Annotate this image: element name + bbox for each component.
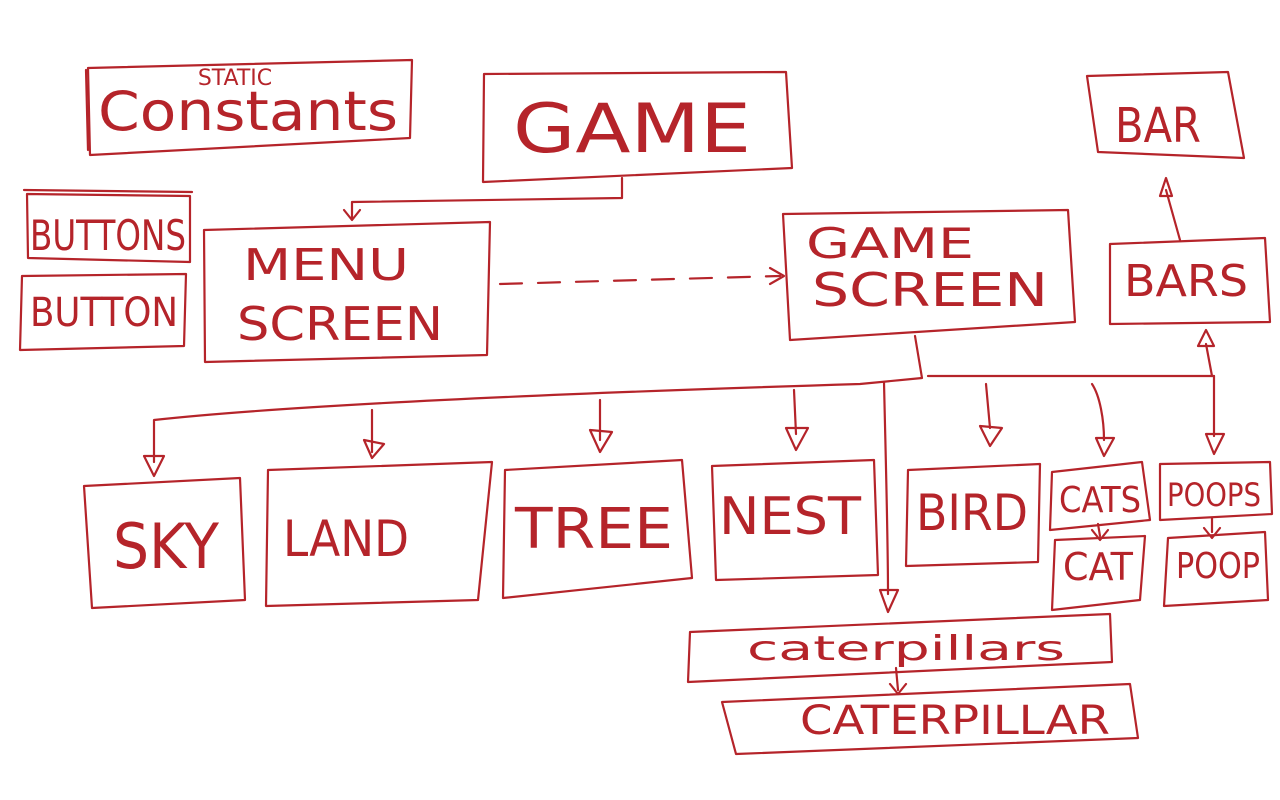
bars-box — [1108, 236, 1272, 326]
menu-screen-box — [202, 220, 492, 364]
bird-label: BIRD — [916, 484, 1028, 542]
constants-note: STATIC — [198, 66, 272, 91]
menu-screen-label-line1: MENU — [243, 240, 409, 291]
edge-caterpillars-to-caterpillar — [888, 666, 908, 696]
cats-box — [1048, 460, 1152, 532]
bars-label: BARS — [1124, 256, 1248, 307]
cat-box — [1050, 534, 1147, 612]
tree-label: TREE — [514, 497, 673, 562]
menu-screen-label-line2: SCREEN — [237, 297, 443, 351]
constants-label: Constants — [98, 80, 398, 143]
edge-game-screen-to-tree — [588, 398, 614, 454]
edge-game-screen-to-bars — [1196, 328, 1216, 378]
poops-box — [1158, 460, 1274, 522]
edge-bars-to-bar — [1158, 176, 1182, 242]
edge-game-to-menu-screen — [342, 176, 624, 222]
edge-game-screen-to-cats — [1090, 382, 1116, 458]
sky-box — [82, 476, 247, 610]
caterpillars-box — [686, 612, 1114, 684]
bar-label: BAR — [1115, 98, 1201, 154]
button-box — [18, 272, 188, 352]
cat-label: CAT — [1063, 545, 1134, 589]
sky-label: SKY — [113, 510, 219, 583]
game-screen-label-line1: GAME — [806, 219, 974, 268]
edge-poops-to-poop — [1202, 516, 1222, 540]
land-box — [264, 460, 494, 608]
edge-game-screen-bus — [152, 334, 1216, 464]
edge-menu-screen-to-game-screen — [498, 266, 786, 286]
poop-label: POOP — [1176, 546, 1260, 587]
nest-label: NEST — [719, 487, 861, 547]
caterpillar-box — [720, 682, 1140, 756]
edge-game-screen-to-sky — [142, 454, 166, 478]
tree-box — [501, 458, 694, 600]
game-screen-box — [781, 208, 1077, 342]
edge-game-screen-to-nest — [784, 388, 810, 452]
edge-game-screen-to-land — [362, 408, 386, 460]
edge-game-screen-to-poops — [1204, 374, 1226, 456]
land-label: LAND — [283, 510, 409, 568]
game-label: GAME — [513, 90, 751, 169]
game-box — [481, 70, 794, 184]
poops-label: POOPS — [1167, 476, 1261, 514]
cats-label: CATS — [1059, 480, 1141, 521]
constants-box — [84, 58, 414, 157]
game-screen-label-line2: SCREEN — [812, 263, 1048, 317]
caterpillar-label: CATERPILLAR — [800, 698, 1110, 744]
bird-box — [904, 462, 1042, 568]
buttons-label: BUTTONS — [30, 211, 186, 260]
caterpillars-label: caterpillars — [747, 629, 1065, 669]
edge-cats-to-cat — [1090, 522, 1110, 542]
bar-box — [1085, 70, 1246, 160]
poop-box — [1162, 530, 1270, 608]
edge-game-screen-to-bird — [978, 382, 1004, 448]
edge-game-screen-to-caterpillars — [878, 380, 900, 614]
nest-box — [710, 458, 880, 582]
button-label: BUTTON — [30, 290, 178, 336]
buttons-box — [22, 188, 194, 264]
